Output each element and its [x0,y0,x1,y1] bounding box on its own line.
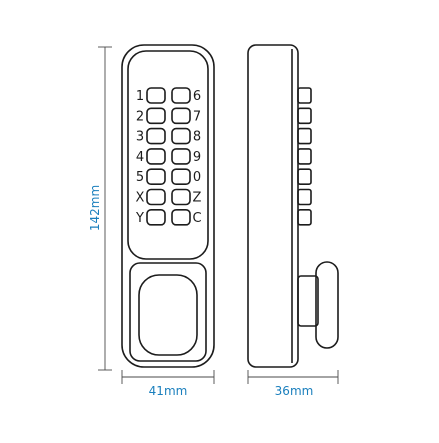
side-key-button [297,87,312,104]
keypad-panel [127,50,209,260]
key-button-left[interactable] [146,127,166,145]
side-key-button [297,107,312,125]
key-button-left[interactable] [146,148,166,165]
key-button-right[interactable] [171,107,191,125]
side-body [247,44,299,368]
side-depth-dimension: 36mm [247,370,339,398]
side-buttons [297,87,312,226]
front-view: 1 6 2 7 3 8 4 9 5 0X Z Y C [121,44,215,368]
key-label-right: 8 [193,130,201,145]
side-knob [315,261,339,349]
side-key-button [297,188,312,206]
side-view [247,44,339,368]
height-dimension: 142mm [88,46,112,371]
key-label-left: 1 [136,89,144,104]
key-label-right: 6 [193,89,201,104]
key-button-right[interactable] [171,87,191,104]
key-label-left: 4 [136,150,144,165]
handle-recess [129,262,207,362]
side-key-button [297,148,312,165]
key-button-left[interactable] [146,107,166,125]
key-label-right: 9 [193,150,201,165]
key-button-right[interactable] [171,209,191,226]
side-key-button [297,209,312,226]
knob-neck [297,275,319,327]
key-label-left: X [136,191,145,206]
key-label-left: 5 [136,170,144,185]
front-width-dimension: 41mm [121,370,215,398]
key-button-right[interactable] [171,188,191,206]
key-button-right[interactable] [171,127,191,145]
key-label-right: 0 [193,170,201,185]
key-button-right[interactable] [171,148,191,165]
side-depth-label: 36mm [275,384,314,398]
key-label-left: Y [135,211,144,226]
keypad-keys: 1 6 2 7 3 8 4 9 5 0X Z Y C [135,87,202,226]
key-label-right: C [192,211,201,226]
key-button-left[interactable] [146,168,166,185]
key-button-left[interactable] [146,188,166,206]
side-key-button [297,168,312,185]
height-label: 142mm [88,185,102,231]
key-label-left: 3 [136,130,144,145]
front-body [121,44,215,368]
key-button-left[interactable] [146,209,166,226]
key-button-left[interactable] [146,87,166,104]
key-label-right: 7 [193,109,201,124]
key-label-right: Z [193,191,202,206]
front-width-label: 41mm [149,384,188,398]
side-key-button [297,127,312,145]
key-label-left: 2 [136,109,144,124]
knob-face [138,274,198,356]
key-button-right[interactable] [171,168,191,185]
